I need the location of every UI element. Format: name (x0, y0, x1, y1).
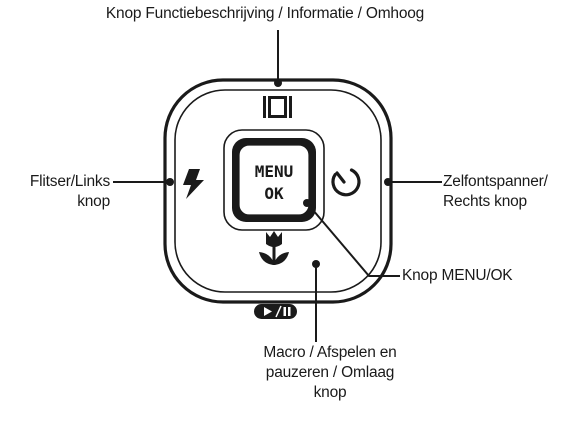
label-down-line-1: Macro / Afspelen en (263, 344, 397, 361)
label-up-line: Knop Functiebeschrijving / Informatie / … (105, 5, 425, 22)
label-left-line-2: knop (77, 193, 110, 210)
label-menu-ok-button: Knop MENU/OK (402, 266, 513, 286)
label-up-button: Knop Functiebeschrijving / Informatie / … (0, 4, 530, 24)
leader-down (312, 260, 320, 342)
menu-ok-text-menu: MENU (255, 162, 294, 181)
label-left-button: Flitser/Links knop (6, 172, 110, 212)
label-right-line-1: Zelfontspanner/ (443, 173, 548, 190)
label-menu-ok-line: Knop MENU/OK (402, 267, 513, 284)
label-down-line-2: pauzeren / Omlaag (265, 364, 395, 381)
dpad-inner-ring (174, 89, 382, 293)
label-down-line-3: knop (313, 384, 347, 401)
leader-left (113, 178, 174, 186)
display-info-icon[interactable] (263, 96, 292, 118)
leader-up (274, 30, 282, 87)
label-right-line-2: Rechts knop (443, 193, 527, 210)
macro-tulip-icon[interactable] (259, 231, 289, 265)
leader-menu-ok (303, 199, 400, 277)
play-pause-icon (254, 304, 297, 319)
label-left-line-1: Flitser/Links (29, 173, 110, 190)
leader-right (384, 178, 442, 186)
menu-ok-text-ok: OK (264, 184, 284, 203)
label-down-button: Macro / Afspelen en pauzeren / Omlaag kn… (200, 343, 460, 403)
self-timer-icon[interactable] (331, 168, 361, 197)
label-right-button: Zelfontspanner/ Rechts knop (443, 172, 573, 212)
menu-ok-button-face[interactable] (238, 144, 310, 216)
flash-icon[interactable] (183, 169, 204, 199)
